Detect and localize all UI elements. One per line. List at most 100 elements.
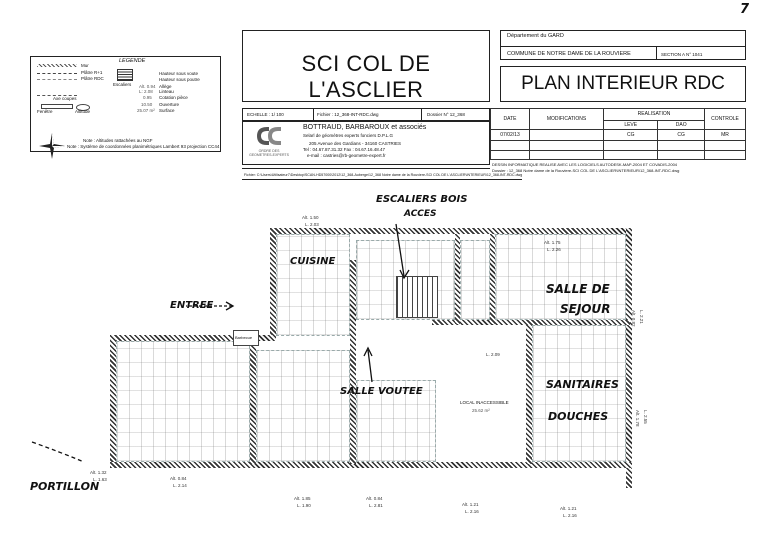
- dimension-label: Alt. 1.75: [544, 240, 561, 245]
- mod-cell: MR: [704, 128, 746, 142]
- floor-plan: Barbecue LOCAL INACCESSIBLE 25.62 m² Alt…: [0, 180, 768, 544]
- dimension-label: L. 2.14: [173, 483, 187, 488]
- dimension-label: Alt. 1.21: [560, 506, 577, 511]
- project-title: SCI COL DE L'ASCLIER: [301, 51, 431, 102]
- legend-box: LEGENDE Mur Plâtre R+1 Plâtre RDC Escali…: [30, 56, 221, 159]
- north-arrow-icon: [39, 133, 65, 159]
- legend-item: Plâtre R+1: [81, 70, 103, 75]
- scale-row: ECHELLE : 1/ 100 Fichier : 12_368-INT-RD…: [242, 108, 490, 121]
- handwritten-escaliers: ESCALIERS BOIS: [376, 194, 468, 205]
- location-block: Département du GARD COMMUNE DE NOTRE DAM…: [500, 30, 746, 60]
- company-phone: Tel : 04.67.87.31.32 Fax : 04.67.16.48.4…: [303, 147, 386, 152]
- stairs-swatch: [117, 69, 133, 81]
- dimension-label: Alt. 1.21: [462, 502, 479, 507]
- handwritten-cuisine: CUISINE: [290, 256, 336, 267]
- handwritten-salle-voutee: SALLE VOUTEE: [340, 386, 423, 397]
- dimension-label: Alt. 0.84: [170, 476, 187, 481]
- modifications-table: DATE MODIFICATIONS REALISATION CONTROLE …: [490, 108, 746, 161]
- stairs: [396, 276, 438, 318]
- mod-header: REALISATION: [603, 108, 705, 121]
- mod-cell: [528, 128, 605, 142]
- legend-sample: Alt. 0.94: [139, 84, 156, 89]
- department-label: Département du GARD: [507, 33, 564, 39]
- wall: [270, 228, 276, 338]
- wall: [490, 234, 495, 324]
- room-vaulted: [256, 350, 350, 462]
- local-label: LOCAL INACCESSIBLE: [460, 400, 509, 405]
- wall: [110, 462, 632, 468]
- company-block: ORDRE DES GEOMETRES-EXPERTS BOTTRAUD, BA…: [242, 121, 490, 165]
- file-label: Fichier : 12_368-INT-RDC.dwg: [317, 112, 379, 117]
- barbecue: Barbecue: [233, 330, 259, 346]
- dimension-label: L. 2.81: [369, 503, 383, 508]
- wall: [350, 260, 356, 464]
- arrow-salle-voutee: [367, 349, 373, 383]
- handwritten-sanitaires: SANITAIRES: [546, 378, 619, 391]
- mod-cell-date: 07/02/13: [490, 128, 530, 142]
- altitude-swatch: [76, 104, 90, 111]
- legend-item: Allège: [159, 84, 172, 89]
- legend-item: Hauteur sous voute: [159, 71, 199, 76]
- company-address: 205 Avenue des Gardians - 34160 CASTRIES: [309, 141, 401, 146]
- mod-subheader: LEVE: [603, 119, 659, 130]
- handwritten-douches: DOUCHES: [548, 410, 609, 423]
- commune-label: COMMUNE DE NOTRE DAME DE LA ROUVIERE: [507, 51, 631, 57]
- legend-item: Mur: [81, 63, 89, 68]
- wall: [432, 320, 630, 325]
- dimension-label: L. 2.03: [305, 222, 319, 227]
- dimension-label: Alt. 0.84: [366, 496, 383, 501]
- dimension-label: L. 1.63: [93, 477, 107, 482]
- room-center: [356, 380, 436, 462]
- wall: [270, 228, 632, 234]
- company-email: e-mail : castries@rb-geometre-expert.fr: [307, 153, 386, 158]
- handwritten-sejour: SEJOUR: [560, 302, 611, 316]
- company-subtitle: Selarl de géomètres experts fonciers D.P…: [303, 133, 393, 138]
- plaster-rdc-swatch: [37, 79, 77, 80]
- wall: [110, 335, 116, 465]
- scale-label: ECHELLE : 1/ 100: [247, 112, 284, 117]
- legend-item: Surface: [159, 108, 175, 113]
- wall: [526, 320, 532, 464]
- legend-item: Plâtre RDC: [81, 76, 104, 81]
- logo-caption: ORDRE DES GEOMETRES-EXPERTS: [249, 149, 289, 157]
- dimension-label: L. 2.16: [563, 513, 577, 518]
- dimension-label: Alt. 1.85: [294, 496, 311, 501]
- room-kitchen: [276, 234, 350, 336]
- plaster-r1-swatch: [37, 73, 77, 74]
- dimension-label: Alt. 1.32: [90, 470, 107, 475]
- annotation-arrows: [31, 223, 410, 463]
- company-name: BOTTRAUD, BARBAROUX et associés: [303, 124, 427, 131]
- title-block: SCI COL DE L'ASCLIER: [242, 30, 490, 102]
- handwritten-salle: SALLE DE: [546, 282, 610, 296]
- dossier-label: Dossier N° 12_368: [427, 112, 465, 117]
- legend-note-lambert: Note : Système de coordonnées planimétri…: [67, 144, 220, 149]
- room-small: [460, 240, 490, 320]
- wall: [110, 335, 276, 341]
- dimension-label: Alt. 1.50: [302, 215, 319, 220]
- dessin-info: DESSIN INFORMATIQUE REALISE AVEC LES LOG…: [492, 162, 678, 167]
- mod-subheader: DAO: [657, 119, 705, 130]
- window-swatch: [41, 104, 73, 109]
- arrow-portillon: [31, 441, 85, 463]
- legend-item: Linteau: [159, 89, 174, 94]
- plan-title: PLAN INTERIEUR RDC: [521, 73, 725, 94]
- plan-title-block: PLAN INTERIEUR RDC: [500, 66, 746, 102]
- section-axis-swatch: [37, 95, 77, 96]
- room-showers: [532, 325, 626, 462]
- legend-item: Fenêtre: [37, 109, 53, 114]
- legend-item: Ouverture: [159, 102, 180, 107]
- room-living: [495, 234, 626, 320]
- legend-sample: L: 2.08: [139, 89, 153, 94]
- mod-header: MODIFICATIONS: [528, 108, 605, 130]
- mod-header: CONTROLE: [704, 108, 746, 130]
- mod-header: DATE: [490, 108, 530, 130]
- legend-note-ngf: Note : Altitudes rattachées au NGF: [83, 138, 153, 143]
- wall: [455, 234, 460, 324]
- section-label: SECTION A N° 1041: [661, 52, 703, 57]
- legend-title: LEGENDE: [119, 58, 146, 64]
- file-path: Fichier: C:\Users\Utilisateur7\Desktop\S…: [244, 173, 523, 177]
- legend-item: Hauteur sous poutre: [159, 77, 200, 82]
- mod-cell: CG: [657, 128, 705, 142]
- legend-item: Axe coupes: [53, 96, 77, 101]
- legend-item: Escaliers: [113, 82, 132, 87]
